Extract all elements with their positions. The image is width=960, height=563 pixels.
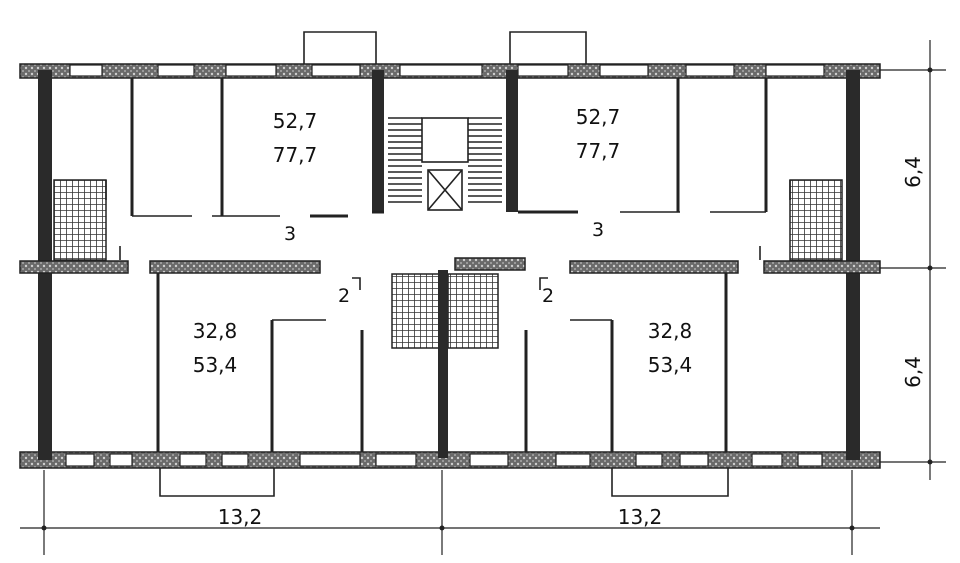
sanitary-blocks: [53, 179, 843, 261]
living-area-label: 52,7: [576, 105, 621, 129]
windows-bottom: [65, 453, 823, 467]
total-area-label: 53,4: [193, 353, 238, 377]
stairwell: [372, 70, 518, 458]
room-count-label: 3: [592, 219, 604, 241]
windows-top: [69, 64, 825, 77]
room-count-label: 3: [284, 223, 296, 245]
apartment-bottom-right: 32,8 53,4 2: [542, 285, 692, 377]
outer-walls: [19, 63, 881, 469]
partitions-bottom: [119, 246, 761, 452]
dimension-lines: [20, 40, 946, 555]
dimension-depth-bottom: 6,4: [901, 356, 925, 388]
dimension-width-left: 13,2: [218, 505, 263, 529]
apartment-bottom-left: 32,8 53,4 2: [193, 285, 350, 377]
dimension-depth-top: 6,4: [901, 156, 925, 188]
living-area-label: 32,8: [648, 319, 693, 343]
balconies-top: [303, 31, 587, 64]
apartment-top-left: 52,7 77,7 3: [273, 109, 318, 245]
partitions-top: [105, 78, 791, 218]
living-area-label: 52,7: [273, 109, 318, 133]
dimension-width-right: 13,2: [618, 505, 663, 529]
room-count-label: 2: [338, 285, 350, 307]
total-area-label: 53,4: [648, 353, 693, 377]
room-count-label: 2: [542, 285, 554, 307]
balconies-bottom: [159, 468, 729, 497]
apartment-top-right: 52,7 77,7 3: [576, 105, 621, 241]
total-area-label: 77,7: [576, 139, 621, 163]
living-area-label: 32,8: [193, 319, 238, 343]
total-area-label: 77,7: [273, 143, 318, 167]
